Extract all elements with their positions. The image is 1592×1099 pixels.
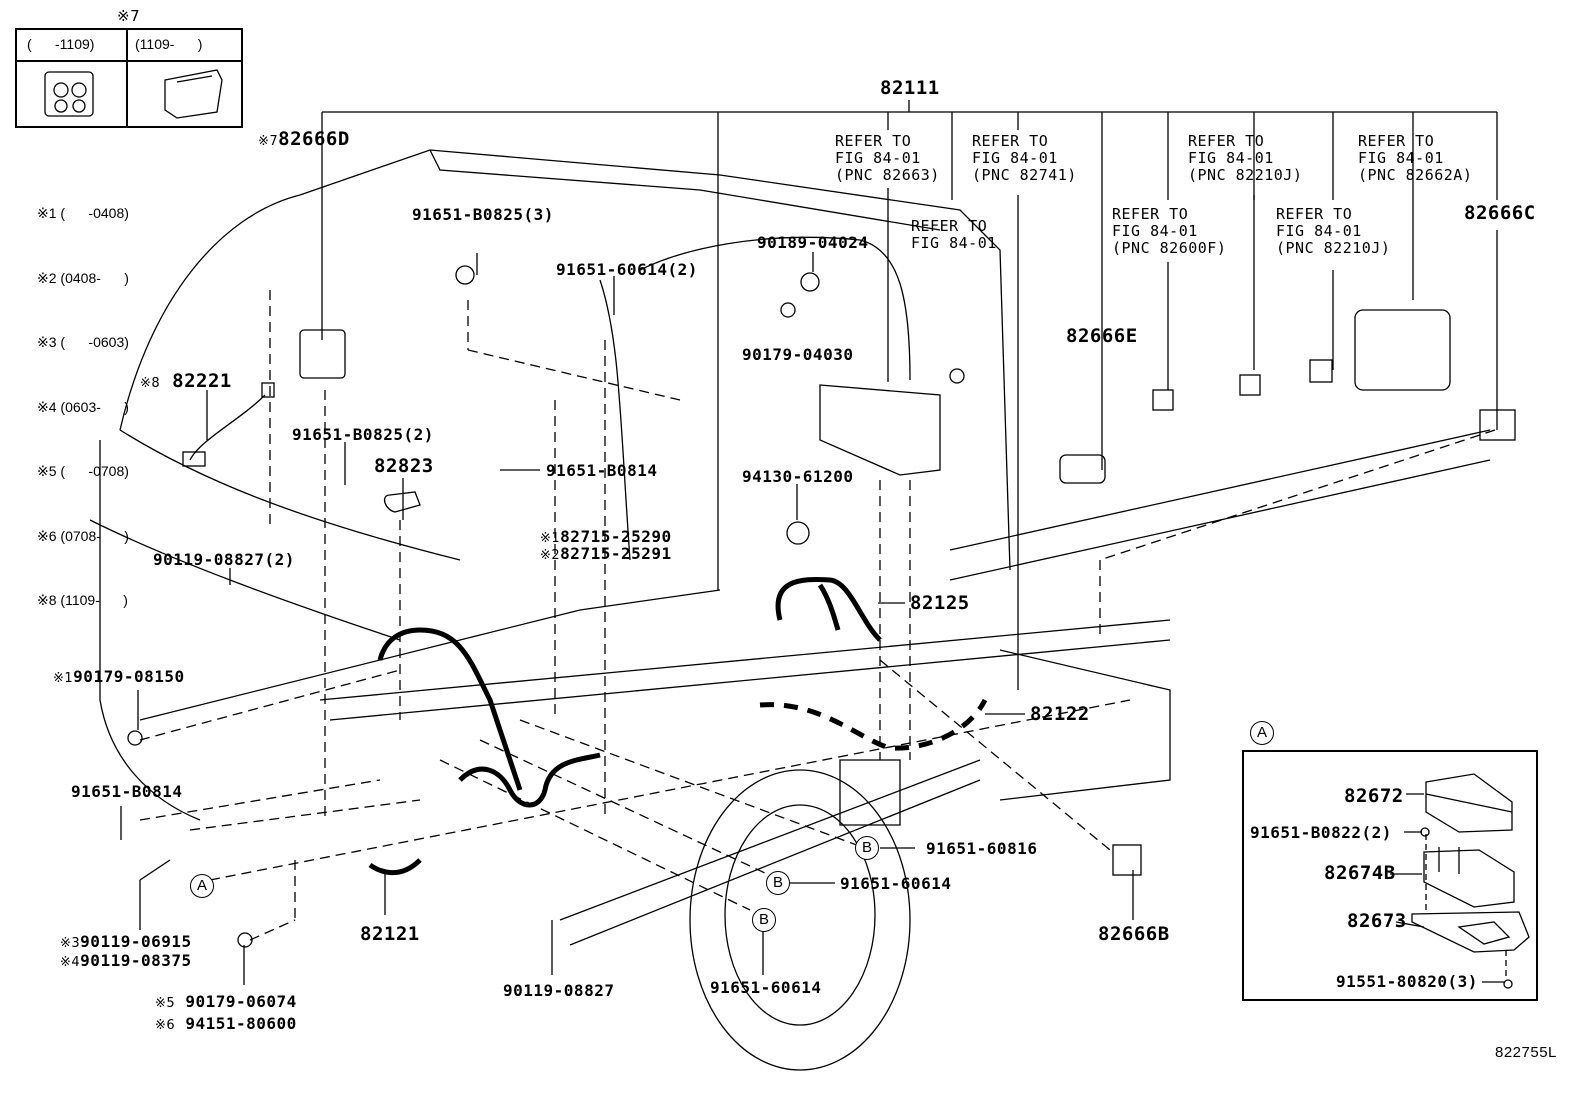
part-82221[interactable]: ※8 82221 bbox=[140, 370, 232, 392]
footnote-4: ※4 (0603- ) bbox=[37, 398, 129, 415]
part-94130-61200[interactable]: 94130-61200 bbox=[742, 467, 854, 486]
inset-a-label: A bbox=[1250, 721, 1274, 745]
refer-note-82662A[interactable]: REFER TO FIG 84-01 (PNC 82662A) bbox=[1358, 132, 1473, 184]
part-90119-06915[interactable]: ※390119-06915 bbox=[60, 932, 192, 951]
inset-a-fuse-box: 82672 91651-B0822(2) 82674B 82673 91551-… bbox=[1242, 750, 1538, 1001]
footnote-8: ※8 (1109- ) bbox=[37, 592, 128, 608]
connector-early-icon bbox=[44, 71, 94, 117]
fuse-box-body-icon bbox=[1423, 847, 1515, 908]
footnotes: ※1 ( -0408) ※2 (0408- ) ※3 ( -0603) ※4 (… bbox=[37, 160, 129, 633]
refer-note-82600F[interactable]: REFER TO FIG 84-01 (PNC 82600F) bbox=[1112, 205, 1227, 257]
part-90189-04024[interactable]: 90189-04024 bbox=[757, 233, 869, 252]
fuse-box-bracket-icon bbox=[1411, 911, 1530, 953]
part-91651-B0825-2[interactable]: 91651-B0825(2) bbox=[292, 425, 434, 444]
footnote-5: ※5 ( -0708) bbox=[37, 463, 129, 479]
cab-outline bbox=[89, 149, 1491, 821]
inset-part-82672[interactable]: 82672 bbox=[1344, 785, 1404, 807]
refer-note-fig-84-01[interactable]: REFER TO FIG 84-01 bbox=[911, 217, 997, 252]
fuse-box-exploded-view bbox=[1390, 773, 1530, 989]
variant-table-divider bbox=[126, 30, 128, 126]
part-90179-04030[interactable]: 90179-04030 bbox=[742, 345, 854, 364]
part-82715-25290[interactable]: ※182715-25290 bbox=[540, 527, 672, 546]
harness-82125 bbox=[775, 577, 882, 642]
variant-table-header bbox=[17, 30, 241, 62]
part-82666C[interactable]: 82666C bbox=[1464, 202, 1536, 224]
footnote-1: ※1 ( -0408) bbox=[37, 205, 129, 221]
footnote-6: ※6 (0708- ) bbox=[37, 527, 129, 544]
component-sketches bbox=[127, 265, 1516, 948]
inset-part-91651-B0822[interactable]: 91651-B0822(2) bbox=[1250, 823, 1392, 842]
part-82666D[interactable]: ※782666D bbox=[258, 128, 350, 150]
harness-82122 bbox=[759, 698, 988, 751]
refer-note-82663[interactable]: REFER TO FIG 84-01 (PNC 82663) bbox=[835, 132, 940, 184]
connector-late-icon bbox=[164, 69, 223, 119]
inset-part-82673[interactable]: 82673 bbox=[1347, 910, 1407, 932]
harness-label-82125[interactable]: 82125 bbox=[910, 592, 970, 614]
inset-part-91551-80820[interactable]: 91551-80820(3) bbox=[1336, 972, 1478, 991]
part-90179-08150[interactable]: ※190179-08150 bbox=[53, 667, 185, 686]
refer-note-82741[interactable]: REFER TO FIG 84-01 (PNC 82741) bbox=[972, 132, 1077, 184]
callout-b-circle-1[interactable]: B bbox=[855, 836, 879, 860]
refer-note-82210J-lower[interactable]: REFER TO FIG 84-01 (PNC 82210J) bbox=[1276, 205, 1391, 257]
harness-label-82122[interactable]: 82122 bbox=[1030, 703, 1090, 725]
variant-table-col-2: (1109- ) bbox=[135, 36, 203, 52]
label-leaders bbox=[120, 252, 1498, 985]
assembly-dashed-lines bbox=[139, 290, 1496, 941]
variant-table-col-1: ( -1109) bbox=[27, 36, 95, 52]
part-91651-60614-2[interactable]: 91651-60614(2) bbox=[556, 260, 698, 279]
part-90119-08827[interactable]: 90119-08827 bbox=[503, 981, 615, 1000]
part-91651-60614-b[interactable]: 91651-60614 bbox=[710, 978, 822, 997]
part-82715-25291[interactable]: ※282715-25291 bbox=[540, 544, 672, 563]
part-82666B[interactable]: 82666B bbox=[1098, 923, 1170, 945]
callout-a-circle[interactable]: A bbox=[190, 874, 214, 898]
part-91651-60614-a[interactable]: 91651-60614 bbox=[840, 874, 952, 893]
variant-table: ( -1109) (1109- ) bbox=[15, 28, 243, 128]
harness-82121 bbox=[368, 627, 601, 876]
part-91651-B0825-3[interactable]: 91651-B0825(3) bbox=[412, 205, 554, 224]
variant-table-connector-images bbox=[44, 69, 223, 119]
fuse-box-cover-icon bbox=[1425, 773, 1513, 833]
refer-note-82210J-upper[interactable]: REFER TO FIG 84-01 (PNC 82210J) bbox=[1188, 132, 1303, 184]
part-91651-60816[interactable]: 91651-60816 bbox=[926, 839, 1038, 858]
part-90119-08375[interactable]: ※490119-08375 bbox=[60, 951, 192, 970]
footnote-3: ※3 ( -0603) bbox=[37, 334, 129, 350]
part-82666E[interactable]: 82666E bbox=[1066, 325, 1138, 347]
main-harness-leader-bracket bbox=[321, 100, 1498, 690]
figure-id: 822755L bbox=[1495, 1044, 1557, 1061]
variant-table-mark: ※7 bbox=[117, 7, 141, 25]
part-82111[interactable]: 82111 bbox=[880, 77, 940, 99]
part-91651-B0814-upper[interactable]: 91651-B0814 bbox=[546, 461, 658, 480]
part-94151-80600[interactable]: ※6 94151-80600 bbox=[155, 1014, 297, 1033]
part-90179-06074[interactable]: ※5 90179-06074 bbox=[155, 992, 297, 1011]
footnote-2: ※2 (0408- ) bbox=[37, 269, 129, 286]
part-82823[interactable]: 82823 bbox=[374, 455, 434, 477]
harness-label-82121[interactable]: 82121 bbox=[360, 923, 420, 945]
front-wheel bbox=[689, 769, 911, 1071]
callout-b-circle-2[interactable]: B bbox=[766, 871, 790, 895]
part-91651-B0814-lower[interactable]: 91651-B0814 bbox=[71, 782, 183, 801]
part-90119-08827-2[interactable]: 90119-08827(2) bbox=[153, 550, 295, 569]
inset-part-82674B[interactable]: 82674B bbox=[1324, 862, 1396, 884]
frame-rails bbox=[139, 589, 1171, 946]
callout-b-circle-3[interactable]: B bbox=[752, 908, 776, 932]
